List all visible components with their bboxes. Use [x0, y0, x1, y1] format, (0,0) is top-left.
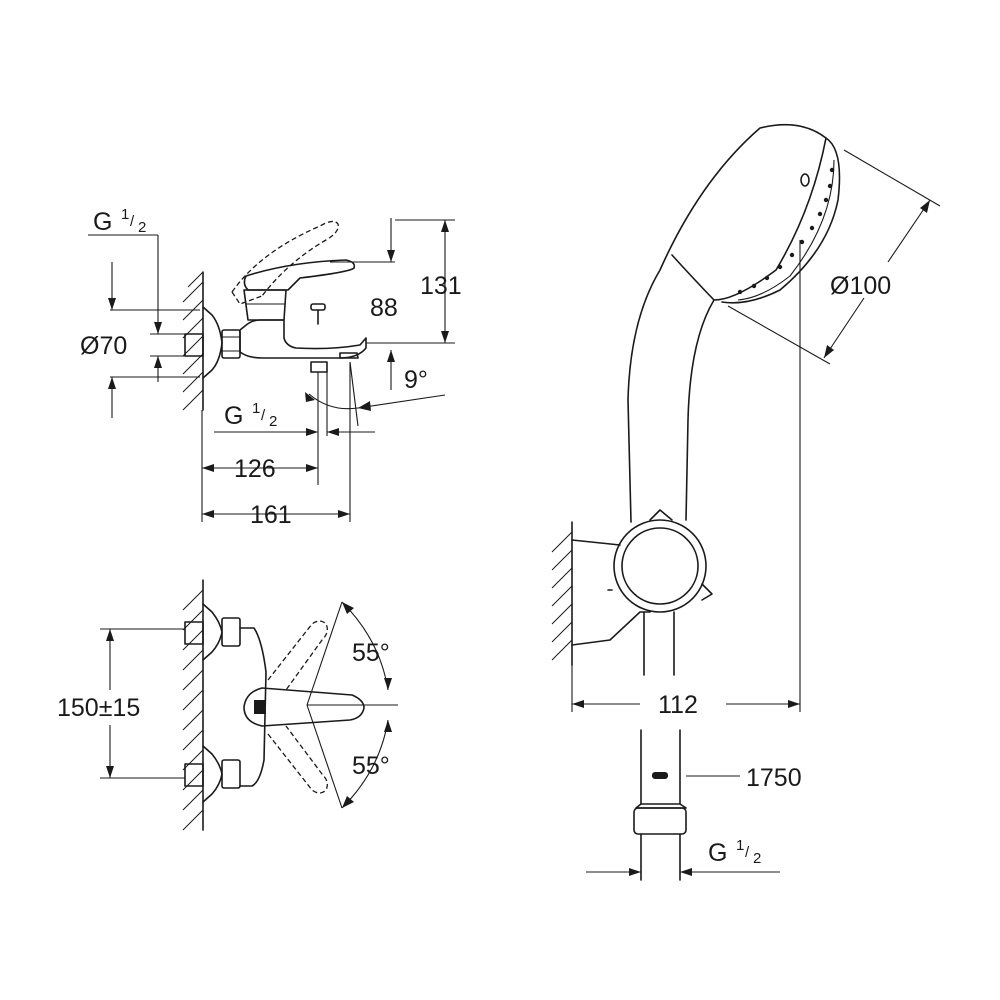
wall-hatch-bottom: [182, 579, 204, 831]
g-half-top-den: 2: [138, 219, 146, 236]
dim-88-label: 88: [370, 294, 398, 322]
holder-swivel: [613, 519, 707, 613]
wall-rosette: [202, 306, 223, 379]
g-half-spout-den: 2: [269, 413, 277, 430]
mixer-side-view: [88, 218, 455, 522]
wall-hatch-right: [551, 521, 573, 666]
front-body: [239, 627, 267, 787]
lever-position-down: [267, 725, 328, 794]
g-half-hose-num: 1: [736, 837, 744, 854]
diverter-knob: [310, 303, 326, 311]
dim-112-label: 112: [658, 691, 698, 719]
g-half-label-spout: G 1 / 2: [224, 400, 277, 430]
hand-shower-view: [551, 123, 941, 712]
g-half-spout-g: G: [224, 402, 243, 430]
dim-150-label: 150±15: [57, 694, 140, 722]
spout-aerator: [339, 352, 359, 359]
dim-126-label: 126: [234, 455, 276, 483]
hex-nut: [221, 329, 241, 359]
dim-d70-label: Ø70: [80, 332, 127, 360]
g-half-spout-slash: /: [261, 407, 266, 424]
spray-face: [721, 137, 841, 304]
g-half-label-hose: G 1 / 2: [708, 837, 761, 867]
dim-d100-label: Ø100: [830, 272, 891, 300]
shower-handle: [627, 123, 827, 523]
dim-9deg-label: 9°: [404, 366, 428, 394]
hose-lower: [640, 729, 681, 805]
wall-hatch-top: [182, 271, 204, 411]
shower-holder: [571, 539, 651, 646]
g-half-top-slash: /: [130, 213, 135, 230]
g-half-hose-g: G: [708, 839, 727, 867]
hose-end-view: [586, 729, 780, 881]
dim-131-label: 131: [420, 272, 462, 300]
g-half-spout-num: 1: [252, 400, 260, 417]
dim-55-top-label: 55°: [352, 639, 390, 667]
dim-55-bottom-label: 55°: [352, 752, 390, 780]
g-half-top-g: G: [93, 208, 112, 236]
lever-handle-raised: [231, 220, 339, 297]
spray-nozzles: [737, 167, 835, 295]
wall-connector: [184, 333, 204, 357]
hose-upper: [643, 611, 675, 676]
dim-1750-label: 1750: [746, 764, 802, 792]
lever-handle: [243, 259, 356, 291]
lower-rosette: [202, 745, 223, 803]
cartridge-housing: [243, 289, 287, 321]
g-half-top-num: 1: [121, 206, 129, 223]
dim-161-label: 161: [250, 501, 292, 529]
g-half-hose-den: 2: [753, 850, 761, 867]
shower-outlet: [310, 361, 328, 373]
g-half-label-top: G 1 / 2: [93, 206, 146, 236]
g-half-hose-slash: /: [745, 844, 750, 861]
front-lever: [243, 687, 365, 727]
upper-rosette: [202, 603, 223, 661]
hose-nut-knurled: [633, 807, 687, 835]
lever-position-up: [267, 620, 328, 691]
mixer-front-view: [100, 579, 398, 831]
